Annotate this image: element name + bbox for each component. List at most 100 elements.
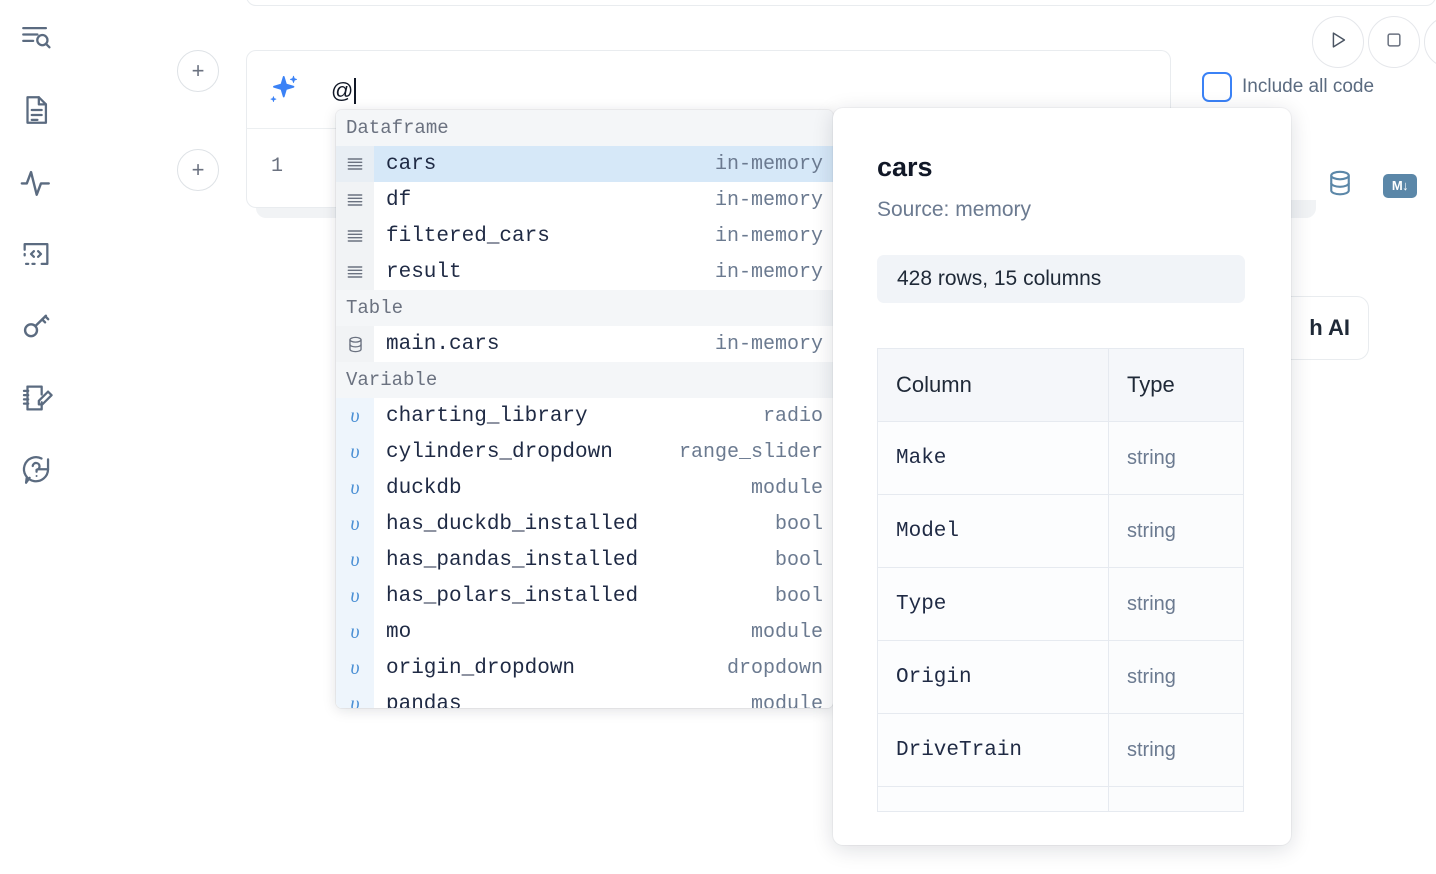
include-all-code-row[interactable]: Include all code	[1202, 72, 1374, 102]
autocomplete-item[interactable]: filtered_cars in-memory	[336, 218, 833, 254]
autocomplete-group-header: Dataframe	[336, 110, 833, 146]
include-all-code-checkbox[interactable]	[1202, 72, 1232, 102]
sidebar-item-secrets[interactable]	[14, 304, 58, 348]
sidebar-item-help[interactable]	[14, 448, 58, 492]
autocomplete-item-type: bool	[774, 548, 823, 572]
autocomplete-item-name: pandas	[386, 692, 462, 709]
autocomplete-item-body: filtered_cars in-memory	[374, 218, 833, 254]
detail-column-name: Origin	[877, 640, 1109, 714]
detail-column-type: string	[1108, 640, 1244, 714]
dataframe-detail-panel: cars Source: memory 428 rows, 15 columns…	[833, 108, 1291, 845]
autocomplete-item-type: in-memory	[714, 188, 823, 212]
autocomplete-item-type: module	[750, 476, 823, 500]
sidebar-item-file[interactable]	[14, 88, 58, 132]
scratchpad-edit-icon	[19, 381, 53, 415]
key-icon	[19, 309, 53, 343]
dataframe-rows-icon	[336, 254, 374, 290]
play-icon	[1327, 29, 1349, 56]
explore-outline-icon	[19, 21, 53, 55]
autocomplete-item-type: in-memory	[714, 224, 823, 248]
variable-icon: υ	[336, 470, 374, 506]
detail-column-name: DriveTrain	[877, 713, 1109, 787]
variable-icon: υ	[336, 434, 374, 470]
variable-icon: υ	[336, 686, 374, 708]
autocomplete-item-type: dropdown	[726, 656, 823, 680]
left-sidebar	[0, 0, 72, 874]
ai-prompt-input[interactable]: @	[331, 69, 1158, 113]
autocomplete-item-type: in-memory	[714, 260, 823, 284]
detail-title: cars	[877, 152, 933, 182]
variable-icon: υ	[336, 506, 374, 542]
detail-column-type: string	[1108, 567, 1244, 641]
autocomplete-item-name: has_polars_installed	[386, 584, 639, 608]
detail-column-name: Model	[877, 494, 1109, 568]
autocomplete-item-name: filtered_cars	[386, 224, 550, 248]
detail-column-name	[877, 786, 1109, 812]
add-cell-below-button[interactable]: +	[177, 149, 219, 191]
add-cell-above-label: +	[191, 58, 205, 83]
sidebar-item-snippets[interactable]	[14, 232, 58, 276]
autocomplete-item-name: cylinders_dropdown	[386, 440, 613, 464]
database-icon	[336, 326, 374, 362]
autocomplete-item-body: cylinders_dropdown range_slider	[374, 434, 833, 470]
code-snippet-icon	[19, 237, 53, 271]
sidebar-item-explore[interactable]	[14, 16, 58, 60]
autocomplete-group-header: Variable	[336, 362, 833, 398]
autocomplete-item[interactable]: υ cylinders_dropdown range_slider	[336, 434, 833, 470]
sidebar-item-scratchpad[interactable]	[14, 376, 58, 420]
line-number: 1	[271, 155, 284, 178]
autocomplete-group-header: Table	[336, 290, 833, 326]
cell-type-icons: M↓	[1325, 168, 1417, 203]
file-text-icon	[19, 93, 53, 127]
run-button[interactable]	[1312, 16, 1364, 68]
autocomplete-item-body: pandas module	[374, 686, 833, 709]
database-icon[interactable]	[1325, 168, 1355, 203]
detail-column-name: Make	[877, 421, 1109, 495]
sparkle-icon	[267, 73, 301, 107]
more-actions-button[interactable]	[1424, 16, 1436, 68]
sidebar-item-activity[interactable]	[14, 160, 58, 204]
previous-cell-partial	[246, 0, 1436, 6]
autocomplete-item-name: cars	[386, 152, 437, 176]
markdown-icon[interactable]: M↓	[1383, 173, 1417, 198]
autocomplete-item-type: module	[750, 692, 823, 709]
activity-pulse-icon	[19, 165, 53, 199]
stop-button[interactable]	[1368, 16, 1420, 68]
detail-column-type: string	[1108, 421, 1244, 495]
variable-icon: υ	[336, 398, 374, 434]
add-cell-below-label: +	[191, 157, 205, 182]
autocomplete-item-type: module	[750, 620, 823, 644]
autocomplete-item-type: in-memory	[714, 332, 823, 356]
autocomplete-item-type: range_slider	[678, 440, 823, 464]
add-cell-above-button[interactable]: +	[177, 50, 219, 92]
variable-icon: υ	[336, 650, 374, 686]
detail-source: Source: memory	[877, 198, 1032, 221]
